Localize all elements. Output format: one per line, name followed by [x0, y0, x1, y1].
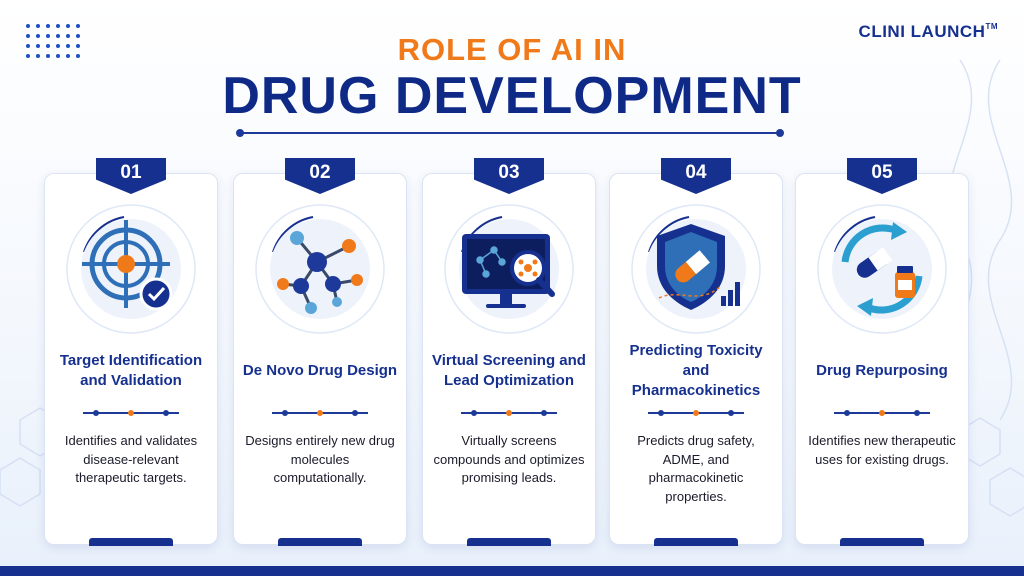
card-description: Designs entirely new drug molecules comp…: [245, 433, 395, 485]
card-divider: [83, 410, 179, 416]
card-target-identification: 01 Target Identification and Validation …: [44, 158, 218, 546]
card-title: De Novo Drug Design: [242, 362, 398, 379]
card-description: Identifies new therapeutic uses for exis…: [808, 433, 956, 467]
card-title: Predicting Toxicity and Pharmacokinetics: [629, 342, 763, 399]
molecule-icon: [253, 202, 387, 336]
monitor-magnifier-icon: [442, 202, 576, 336]
brand-logo: CLINI LAUNCHTM: [859, 22, 998, 42]
card-title: Virtual Screening and Lead Optimization: [432, 352, 586, 389]
brand-name: CLINI LAUNCH: [858, 22, 986, 41]
card-title: Drug Repurposing: [816, 362, 948, 379]
step-badge: 04: [661, 158, 731, 194]
card-bottom-bar: [840, 538, 924, 546]
step-badge: 02: [285, 158, 355, 194]
card-divider: [648, 410, 744, 416]
card-bottom-bar: [467, 538, 551, 546]
shield-pill-icon: [629, 202, 763, 336]
page-title: DRUG DEVELOPMENT: [222, 67, 802, 125]
card-divider: [272, 410, 368, 416]
card-description: Predicts drug safety, ADME, and pharmaco…: [637, 433, 755, 504]
card-toxicity-prediction: 04 Predicting Toxicity and Pharmacokinet…: [609, 158, 783, 546]
target-check-icon: [64, 202, 198, 336]
footer-band: [0, 566, 1024, 576]
card-virtual-screening: 03 Virtual Screening and Lead Optimizati…: [422, 158, 596, 546]
step-badge: 01: [96, 158, 166, 194]
card-divider: [461, 410, 557, 416]
brand-trademark: TM: [985, 22, 998, 31]
step-badge: 05: [847, 158, 917, 194]
card-title: Target Identification and Validation: [59, 352, 203, 389]
card-bottom-bar: [278, 538, 362, 546]
card-description: Virtually screens compounds and optimize…: [433, 433, 585, 485]
title-divider: [236, 129, 784, 137]
step-badge: 03: [474, 158, 544, 194]
repurpose-cycle-icon: [815, 202, 949, 336]
card-description: Identifies and validates disease-relevan…: [64, 433, 198, 485]
card-drug-repurposing: 05 Drug Repurposing Identifies new thera…: [795, 158, 969, 546]
card-bottom-bar: [89, 538, 173, 546]
title-top: ROLE OF AI IN: [397, 32, 627, 67]
card-divider: [834, 410, 930, 416]
card-de-novo-design: 02 De Novo Drug Design Designs entirely …: [233, 158, 407, 546]
card-bottom-bar: [654, 538, 738, 546]
